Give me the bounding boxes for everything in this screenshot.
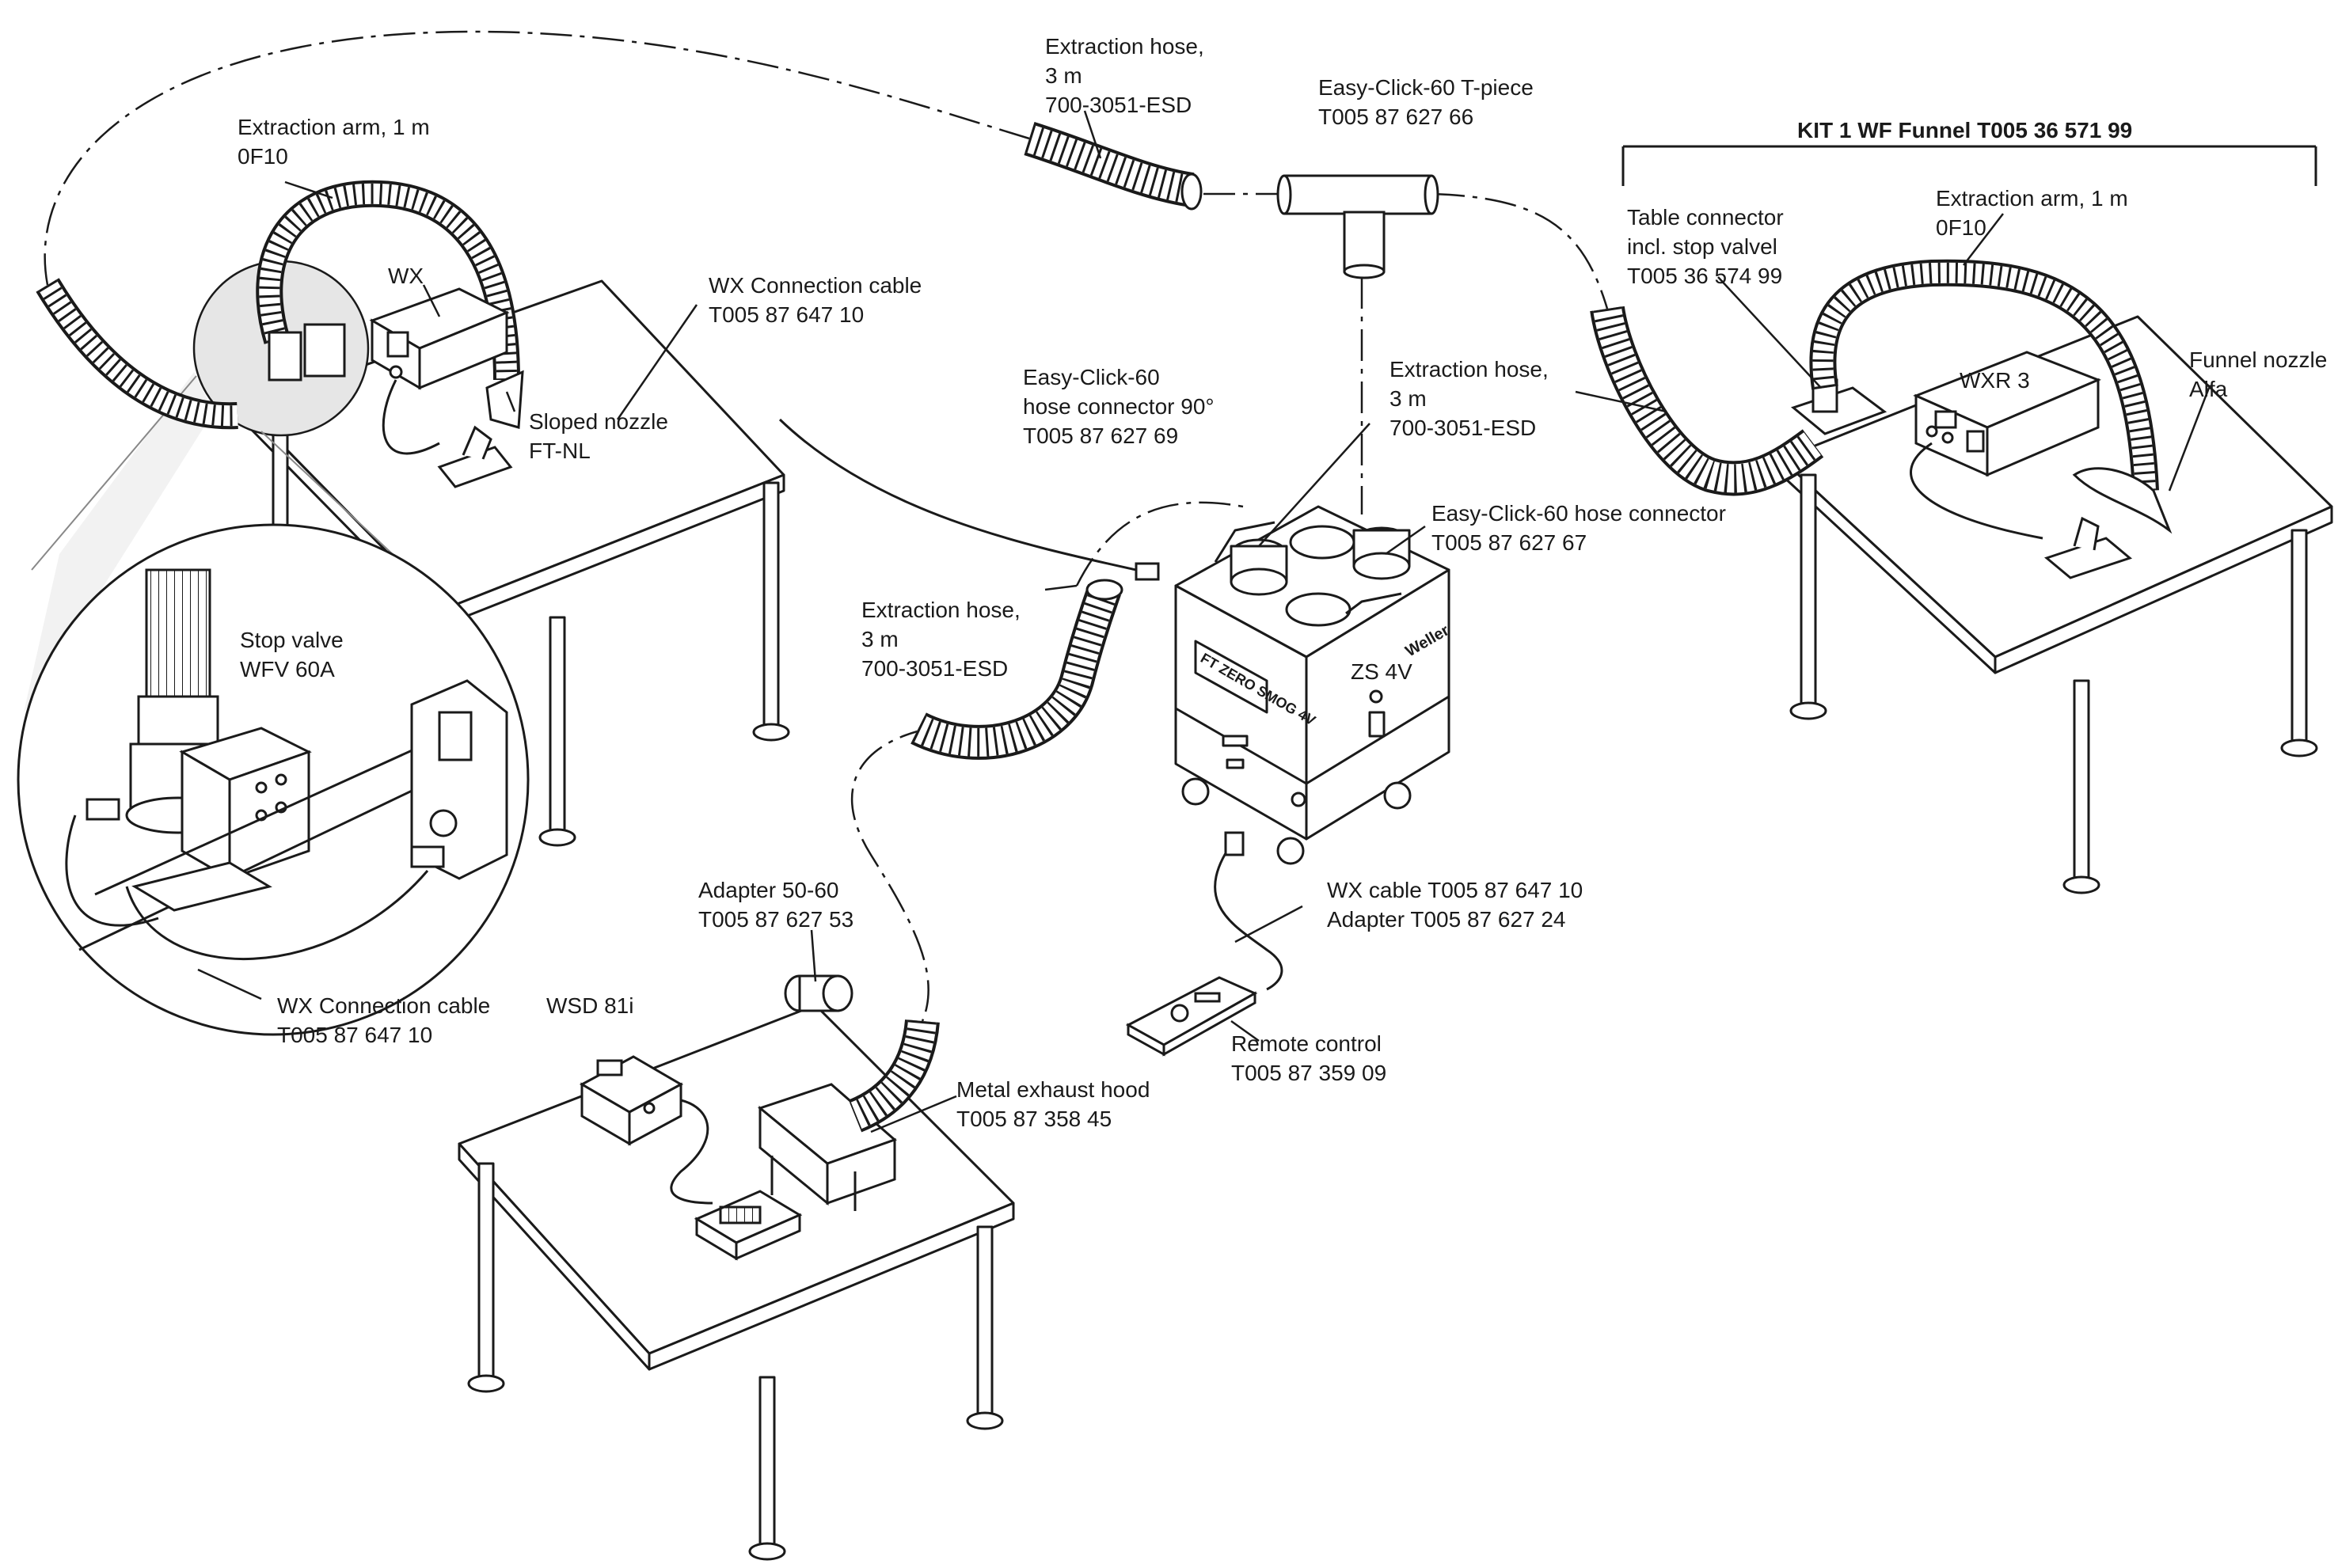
stop-valve-small [268, 323, 346, 382]
extraction-hose-hood [848, 1019, 940, 1133]
wx-connection-cable-route [778, 418, 1137, 571]
extraction-hose-top [1024, 122, 1203, 211]
soldering-stand-left [382, 379, 513, 488]
label-extraction-arm-left: Extraction arm, 1 m 0F10 [238, 115, 430, 169]
kit-bracket [1621, 145, 2317, 186]
label-zs4v: ZS 4V [1351, 659, 1412, 684]
label-wx-cable-adapter: WX cable T005 87 647 10 Adapter T005 87 … [1327, 878, 1583, 932]
zs4v-unit [1174, 505, 1450, 865]
label-table-connector: Table connector incl. stop valvel T005 3… [1627, 205, 1784, 288]
wx-cable-remote-route [1214, 838, 1283, 991]
soldering-stand-bottom [694, 1190, 803, 1261]
label-wsd81i: WSD 81i [546, 993, 634, 1018]
label-extraction-hose-left: Extraction hose, 3 m 700-3051-ESD [861, 598, 1021, 681]
label-adapter-50-60: Adapter 50-60 T005 87 627 53 [698, 878, 854, 932]
label-stop-valve: Stop valve WFV 60A [240, 628, 344, 681]
extraction-hose-right [1590, 306, 1824, 496]
sloped-nozzle [485, 370, 524, 429]
remote-control-unit [1125, 976, 1258, 1057]
cable-plug [1135, 562, 1160, 581]
label-extraction-hose-top: Extraction hose, 3 m 700-3051-ESD [1045, 34, 1204, 117]
label-hose-connector-90: Easy-Click-60 hose connector 90° T005 87… [1023, 365, 1215, 448]
label-wx-connection-cable-bottom: WX Connection cable T005 87 647 10 [277, 993, 491, 1047]
label-extraction-hose-mid: Extraction hose, 3 m 700-3051-ESD [1389, 357, 1549, 440]
dashed-hose-left-loop [44, 30, 1030, 286]
magnifier-large-content [65, 568, 508, 960]
label-wx-connection-cable-top: WX Connection cable T005 87 647 10 [709, 273, 922, 327]
label-extraction-arm-right: Extraction arm, 1 m 0F10 [1936, 186, 2128, 240]
label-hose-connector: Easy-Click-60 hose connector T005 87 627… [1431, 501, 1726, 555]
wsd81i-station-unit [579, 1055, 684, 1146]
metal-exhaust-hood [757, 1083, 897, 1211]
label-remote-control: Remote control T005 87 359 09 [1231, 1031, 1387, 1085]
label-t-piece: Easy-Click-60 T-piece T005 87 627 66 [1318, 75, 1534, 129]
label-wx-station: WX [388, 264, 424, 288]
label-wxr3-station: WXR 3 [1960, 368, 2030, 393]
label-kit-title: KIT 1 WF Funnel T005 36 571 99 [1797, 118, 2133, 142]
wx-station-unit [369, 287, 510, 390]
dashed-hose-midhose-to-unit [1075, 501, 1244, 587]
wsd-cable [670, 1099, 713, 1205]
funnel-nozzle [2072, 467, 2173, 534]
leader-lines [197, 110, 2211, 1133]
label-metal-exhaust-hood: Metal exhaust hood T005 87 358 45 [956, 1077, 1150, 1131]
extraction-hose-left-dangling [36, 278, 238, 430]
dashed-hose-tpiece-right [1432, 192, 1609, 309]
extraction-hose-middle [910, 579, 1123, 760]
t-piece [1276, 174, 1439, 279]
extraction-arm-right [1809, 259, 2159, 492]
label-funnel-nozzle: Funnel nozzle Alfa [2189, 347, 2328, 401]
dashed-hose-hood-loop [851, 727, 931, 1022]
adapter-50-60 [784, 974, 853, 1012]
remote-plug [1224, 831, 1245, 856]
label-sloped-nozzle: Sloped nozzle FT-NL [529, 409, 668, 463]
soldering-stand-right [1910, 442, 2133, 579]
wxr3-station-unit [1913, 351, 2101, 477]
dashed-hose-routes [44, 30, 1609, 1022]
